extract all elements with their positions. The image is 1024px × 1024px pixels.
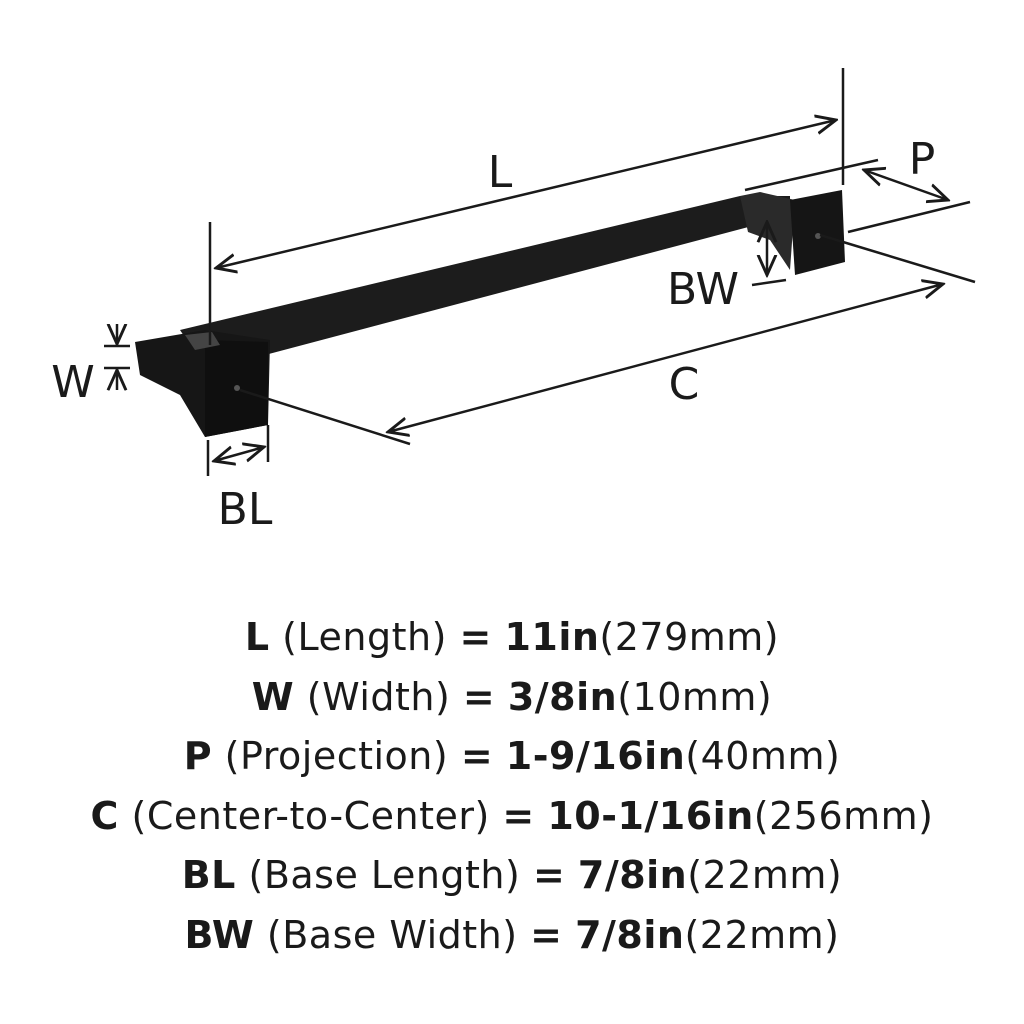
spec-base-length: BL (Base Length) = 7/8in(22mm) xyxy=(181,853,843,897)
label-w: W xyxy=(51,357,95,408)
spec-center-to-center: C (Center-to-Center) = 10-1/16in(256mm) xyxy=(90,793,934,838)
label-l: L xyxy=(488,147,513,198)
spec-length: L (Length) = 11in(279mm) xyxy=(244,615,780,659)
spec-projection: P (Projection) = 1-9/16in(40mm) xyxy=(183,734,841,778)
dimension-lines xyxy=(104,68,976,476)
label-bl: BL xyxy=(218,484,273,535)
spec-base-width: BW (Base Width) = 7/8in(22mm) xyxy=(184,912,840,957)
specification-list: L (Length) = 11in(279mm) W (Width) = 3/8… xyxy=(0,608,1024,965)
label-p: P xyxy=(909,134,936,185)
label-bw: BW xyxy=(667,264,739,315)
pull-dimension-diagram: L P BW C W BL xyxy=(51,68,976,535)
spec-width: W (Width) = 3/8in(10mm) xyxy=(251,674,773,719)
label-c: C xyxy=(669,359,700,410)
